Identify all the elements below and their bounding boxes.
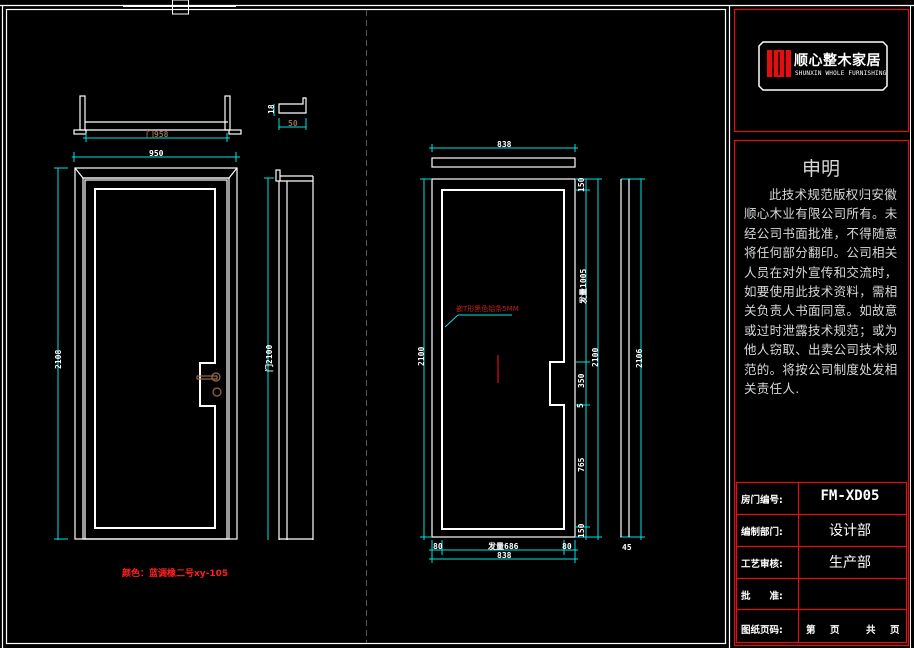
dim-top-view-label: 门958 — [146, 129, 169, 139]
label-process-review: 工艺审核: — [741, 559, 783, 570]
value-process-review: 生产部 — [829, 555, 871, 571]
label-approval: 批 准: — [741, 591, 783, 602]
dim-panel-height: 发量1005 — [578, 269, 588, 305]
dim-door-height: 门2100 — [264, 345, 274, 372]
door-handle-icon — [196, 372, 222, 397]
dim-front-height: 2108 — [54, 350, 63, 369]
dim-bottom-right: 80 — [562, 542, 572, 551]
door-top-section — [431, 157, 576, 168]
dim-side-height: 2106 — [635, 349, 644, 368]
value-door-number: FM-XD05 — [820, 488, 880, 504]
dim-right — [420, 144, 645, 563]
dim-section-width: 50 — [288, 119, 298, 128]
dim-top-view — [83, 133, 230, 142]
dim-lower: 765 — [577, 457, 586, 472]
dim-front-width: 950 — [149, 149, 164, 158]
company-logo — [758, 41, 888, 91]
statement-text: 此技术规范版权归安徽顺心木业有限公司所有。未经公司书面批准，不得随意将任何部分翻… — [744, 187, 898, 397]
statement-title: 申明 — [801, 158, 840, 180]
door-side-section — [620, 179, 630, 537]
dim-front — [54, 152, 274, 540]
color-note: 颜色：蓝调橡二号xy-105 — [122, 569, 229, 579]
dim-bottom: 150 — [577, 523, 586, 538]
dim-right-height-left: 2100 — [417, 347, 426, 366]
door-top-view — [73, 95, 242, 135]
label-design-dept: 编制部门: — [741, 527, 783, 538]
dim-bottom-center: 发量686 — [487, 541, 519, 551]
company-name-en: SHUNXIN WHOLE FURNISHING — [795, 70, 887, 77]
strip-leader — [444, 314, 512, 328]
company-name-cn: 顺心整木家居 — [794, 53, 881, 69]
label-door-number: 房门编号: — [741, 495, 783, 506]
dim-section — [273, 104, 307, 130]
dim-right-top: 838 — [497, 140, 512, 149]
value-design-dept: 设计部 — [829, 523, 871, 539]
dim-side-bottom: 45 — [622, 543, 632, 552]
dim-top-margin: 150 — [577, 177, 586, 192]
statement-body: 此技术规范版权归安徽顺心木业有限公司所有。未经公司书面批准，不得随意将任何部分翻… — [744, 185, 906, 398]
label-page-number: 图纸页码: — [741, 625, 783, 636]
dim-right-height-right: 2100 — [591, 348, 600, 367]
aluminum-strip-note: 嵌T形黑色铝条5MM — [456, 305, 519, 313]
dim-handle-cut: 350 — [577, 373, 586, 388]
section-detail-top — [278, 97, 307, 114]
dim-bottom-left: 80 — [433, 542, 443, 551]
page-prefix: 第 — [806, 625, 816, 636]
title-block-frame — [733, 8, 910, 647]
dim-section-depth: 18 — [267, 104, 276, 114]
door-side-view — [275, 169, 314, 540]
door-front-elevation — [74, 167, 238, 540]
dim-bottom-total: 838 — [497, 551, 512, 560]
dim-gap: 5 — [576, 403, 585, 408]
door-leaf-elevation — [431, 178, 576, 538]
page-unit: 页 — [830, 625, 840, 636]
total-prefix: 共 — [866, 625, 876, 636]
total-unit: 页 — [890, 625, 900, 636]
